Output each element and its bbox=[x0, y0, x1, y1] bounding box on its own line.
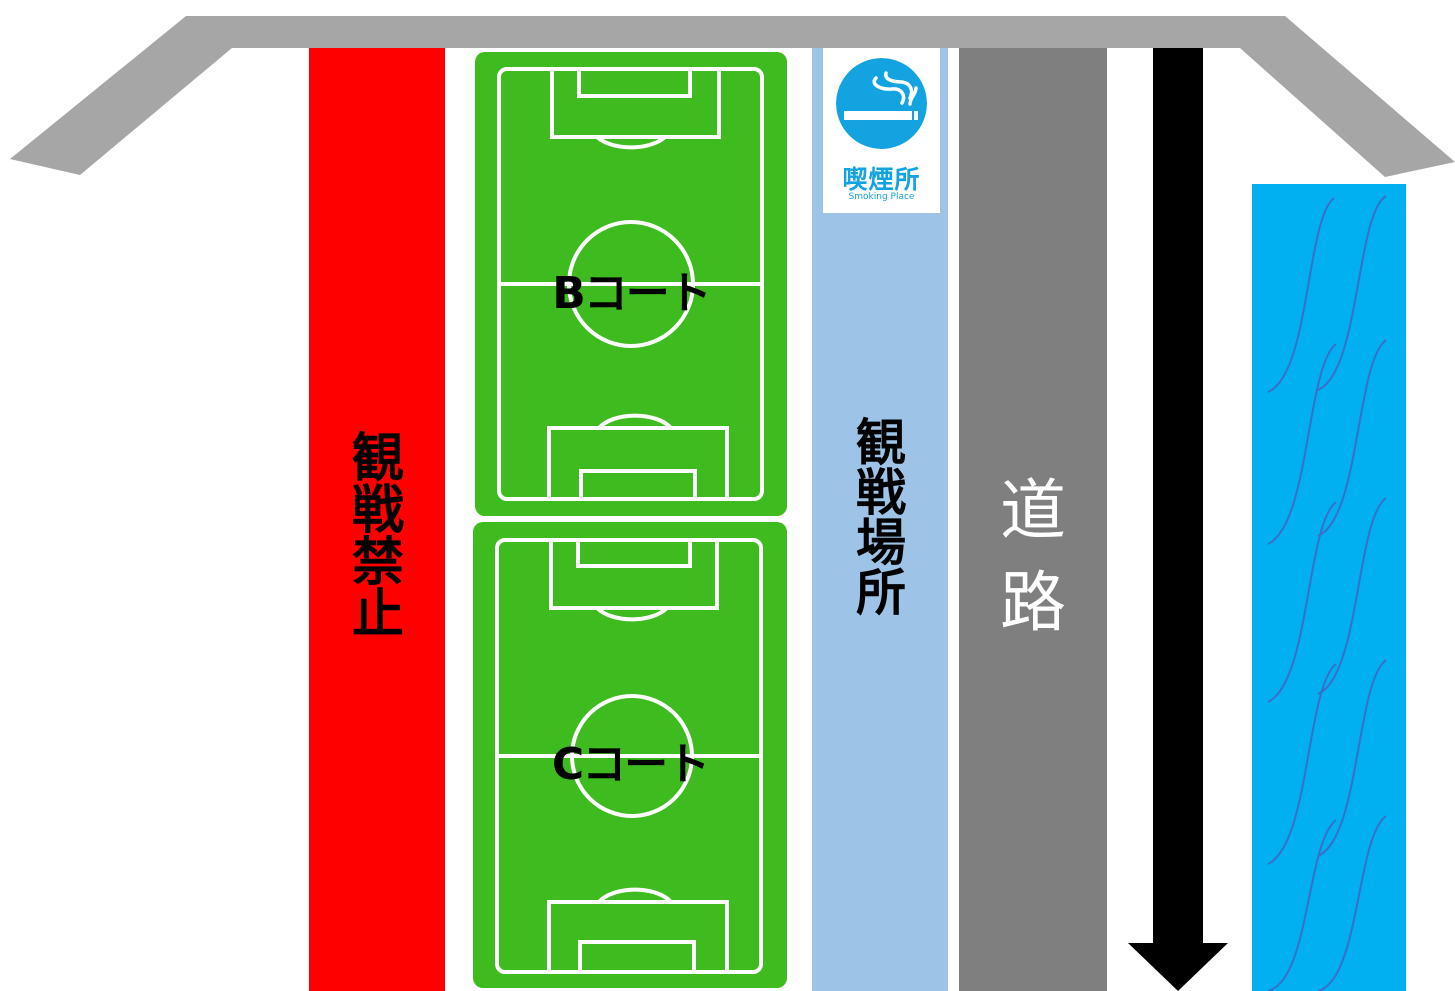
viewing-area-char-4: 所 bbox=[856, 564, 906, 622]
no-viewing-zone bbox=[309, 48, 445, 991]
court-b-label: Bコート bbox=[552, 268, 712, 319]
road-zone bbox=[959, 48, 1107, 991]
viewing-area-char-1: 観 bbox=[856, 414, 906, 472]
viewing-area-char-2: 戦 bbox=[856, 464, 906, 522]
road-label: 道 路 bbox=[996, 478, 1070, 636]
viewing-area-char-3: 場 bbox=[856, 514, 906, 572]
no-smoking-cigarette-icon bbox=[836, 58, 927, 149]
no-viewing-char-2: 戦 bbox=[351, 481, 404, 541]
river-waves bbox=[1267, 195, 1387, 991]
smoking-place-subtitle: Smoking Place bbox=[848, 192, 915, 202]
no-viewing-char-1: 観 bbox=[351, 429, 404, 489]
down-arrow-icon bbox=[1128, 48, 1228, 991]
smoking-place-title: 喫煙所 bbox=[842, 165, 921, 194]
river bbox=[1252, 184, 1406, 991]
road-char-2: 路 bbox=[1000, 564, 1066, 641]
court-c-label: Cコート bbox=[551, 739, 710, 790]
no-viewing-char-3: 禁 bbox=[351, 533, 404, 593]
no-viewing-label: 観 戦 禁 止 bbox=[349, 433, 407, 641]
viewing-area-label: 観 戦 場 所 bbox=[852, 418, 910, 618]
court-c-field bbox=[473, 522, 787, 988]
court-c: Cコート bbox=[473, 522, 787, 988]
court-b: Bコート bbox=[475, 52, 787, 516]
court-b-field bbox=[475, 52, 787, 516]
no-viewing-char-4: 止 bbox=[351, 585, 404, 645]
smoking-place-sign: 喫煙所 Smoking Place bbox=[823, 48, 940, 213]
road-char-1: 道 bbox=[1000, 472, 1066, 549]
